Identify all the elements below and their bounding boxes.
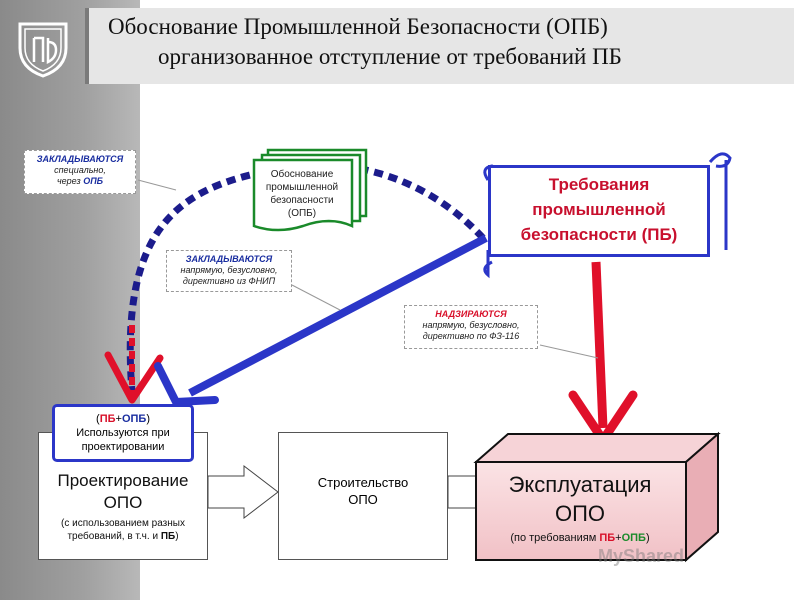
design-stage-note: (с использованием разных требований, в т… — [40, 517, 206, 543]
callout-embedded-direct-line3: директивно из ФНИП — [182, 276, 276, 286]
design-note-suffix: ) — [175, 531, 179, 542]
build-stage-box — [278, 432, 448, 560]
callout-embedded-special-opb: ОПБ — [83, 176, 104, 186]
operation-stage-line2: ОПО — [554, 501, 606, 526]
requirements-line-1: Требования — [548, 175, 650, 194]
callout-supervised-head: НАДЗИРАЮТСЯ — [435, 309, 507, 319]
supervision-red-arrow — [591, 261, 608, 429]
used-close-paren: ) — [146, 413, 150, 425]
callout-embedded-special-head: ЗАКЛАДЫВАЮТСЯ — [36, 154, 124, 164]
callout-embedded-special: ЗАКЛАДЫВАЮТСЯ специально, через ОПБ — [24, 150, 136, 194]
callout-supervised: НАДЗИРАЮТСЯ напрямую, безусловно, директ… — [404, 305, 538, 349]
operation-box-front — [475, 461, 687, 561]
callout-supervised-line3: директивно по ФЗ-116 — [422, 331, 520, 341]
title-line-2: организованное отступление от требований… — [158, 44, 622, 69]
used-in-design-line1: (ПБ+ОПБ) — [55, 412, 191, 426]
used-in-design-line3: проектировании — [81, 441, 165, 453]
used-in-design-box: (ПБ+ОПБ) Используются при проектировании — [52, 404, 194, 462]
operation-stage-title: Эксплуатация ОПО — [480, 470, 680, 528]
operation-stage-line1: Эксплуатация — [508, 472, 652, 497]
design-stage-title: Проектирование ОПО — [40, 470, 206, 514]
build-stage-line1: Строительство — [317, 475, 409, 490]
title-bar — [85, 8, 794, 84]
requirements-label: Требования промышленной безопасности (ПБ… — [492, 172, 706, 247]
document-line-4: (ОПБ) — [287, 208, 317, 219]
used-opb: ОПБ — [121, 413, 147, 425]
operation-box-top — [473, 433, 721, 463]
requirements-box — [488, 165, 710, 257]
callout-embedded-direct: ЗАКЛАДЫВАЮТСЯ напрямую, безусловно, дире… — [166, 250, 292, 292]
document-icon — [252, 158, 354, 232]
direct-blue-arrow — [188, 234, 488, 397]
operation-note-opb: ОПБ — [621, 532, 646, 544]
document-line-1: Обоснование — [270, 169, 334, 180]
shield-logo-icon — [18, 22, 68, 78]
document-line-3: безопасности — [270, 195, 334, 206]
requirements-line-2: промышленной — [532, 200, 666, 219]
callout-embedded-special-prefix: через — [56, 176, 84, 186]
used-in-design-line2: Используются при — [76, 427, 170, 439]
callout-supervised-line2: напрямую, безусловно, — [422, 320, 520, 330]
callout-embedded-special-line3: через ОПБ — [29, 176, 131, 187]
operation-note-suffix: ) — [645, 532, 650, 544]
used-plus: + — [115, 413, 122, 425]
arrow-design-to-build — [207, 464, 279, 520]
used-open-paren: ( — [96, 413, 100, 425]
callout-embedded-direct-head: ЗАКЛАДЫВАЮТСЯ — [185, 254, 273, 264]
design-stage-line1: Проектирование — [57, 471, 189, 490]
design-note-pb: ПБ — [160, 531, 176, 542]
operation-note-plus: + — [615, 532, 622, 544]
watermark: MyShared — [598, 546, 685, 566]
operation-note-prefix: (по требованиям — [510, 532, 600, 544]
requirements-line-3: безопасности (ПБ) — [520, 225, 678, 244]
dotted-arc-arrowhead — [104, 351, 164, 404]
callout-embedded-direct-line2: напрямую, безусловно, — [180, 265, 278, 275]
document-label: Обоснование промышленной безопасности (О… — [254, 168, 350, 220]
design-note-prefix: (с использованием разных требований, в т… — [61, 518, 185, 542]
build-stage-label: Строительство ОПО — [280, 474, 446, 508]
design-stage-line2: ОПО — [103, 493, 143, 512]
operation-note-pb: ПБ — [599, 532, 616, 544]
callout-embedded-special-line2: специально, — [54, 165, 106, 175]
used-pb: ПБ — [99, 413, 116, 425]
direct-blue-arrowhead — [154, 362, 219, 406]
operation-stage-note: (по требованиям ПБ+ОПБ) — [480, 532, 680, 544]
document-line-2: промышленной — [265, 182, 339, 193]
title-line-1: Обоснование Промышленной Безопасности (О… — [108, 14, 608, 39]
build-stage-line2: ОПО — [348, 492, 378, 507]
